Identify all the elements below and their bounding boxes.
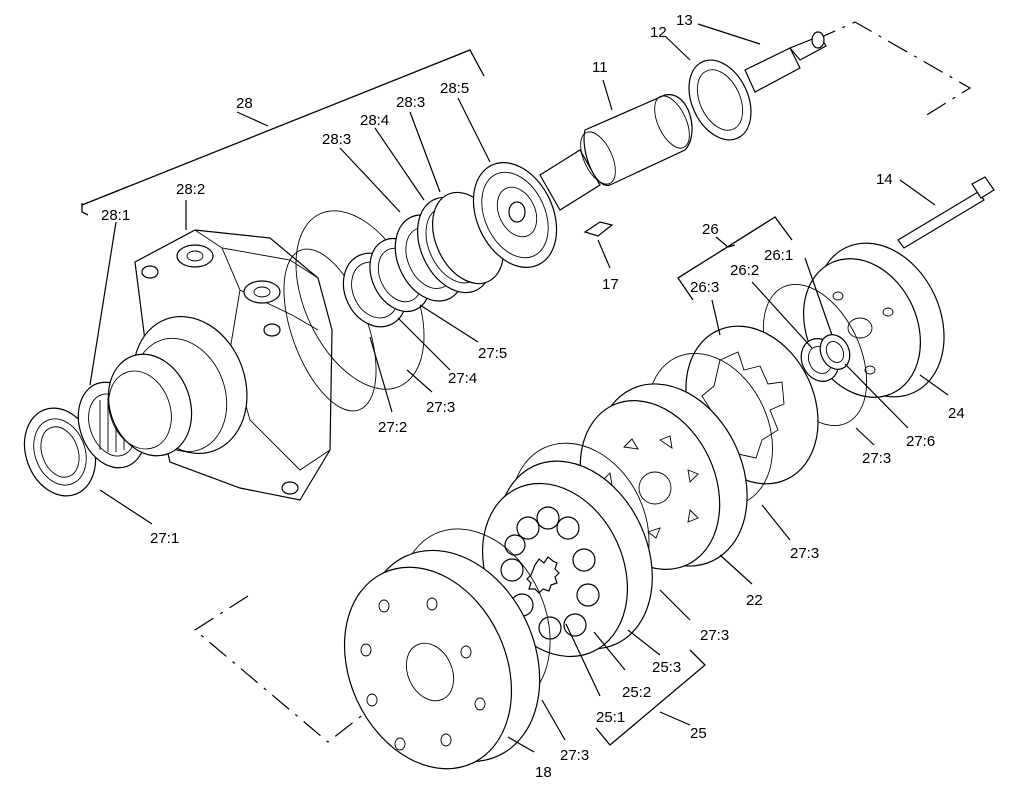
label-27-1: 27:1 — [150, 530, 179, 547]
label-28-3-outer: 28:3 — [396, 94, 425, 111]
label-25-2: 25:2 — [622, 684, 651, 701]
thrust-bearing-28-5 — [472, 162, 558, 268]
label-27-3-rotor-b: 27:3 — [700, 627, 729, 644]
rotor-22 — [579, 383, 748, 570]
label-17: 17 — [602, 276, 619, 293]
callout-labels: 11 12 13 14 17 18 22 24 25 26 28 25:1 25… — [101, 12, 965, 781]
label-14: 14 — [876, 171, 893, 188]
leader-28 — [236, 111, 269, 127]
label-27-6: 27:6 — [906, 433, 935, 450]
label-25-3: 25:3 — [652, 659, 681, 676]
label-26-2: 26:2 — [730, 262, 759, 279]
label-25-1: 25:1 — [596, 709, 625, 726]
label-27-4: 27:4 — [448, 370, 477, 387]
group-bracket-28-main — [81, 49, 485, 206]
label-28-2: 28:2 — [176, 181, 205, 198]
housing-28 — [107, 229, 377, 501]
label-28: 28 — [236, 95, 253, 112]
label-28-1: 28:1 — [101, 207, 130, 224]
group-bracket-26 — [677, 216, 793, 301]
label-24: 24 — [948, 405, 965, 422]
label-27-5: 27:5 — [478, 345, 507, 362]
label-28-4: 28:4 — [360, 112, 389, 129]
label-27-3-endplate: 27:3 — [560, 747, 589, 764]
label-12: 12 — [650, 24, 667, 41]
leader-25 — [659, 711, 691, 726]
label-27-3-rotor-a: 27:3 — [790, 545, 819, 562]
seal-26-1 — [819, 334, 851, 370]
label-27-3-endcap: 27:3 — [862, 450, 891, 467]
bolt-14 — [897, 176, 995, 249]
label-27-2: 27:2 — [378, 419, 407, 436]
shaft-seal-27-1 — [23, 407, 97, 497]
label-27-3-housing: 27:3 — [426, 399, 455, 416]
leader-26 — [715, 236, 729, 248]
label-22: 22 — [746, 592, 763, 609]
drive-shaft-11 — [539, 94, 693, 211]
label-25: 25 — [690, 725, 707, 742]
spline-shaft-13 — [744, 31, 827, 93]
label-28-3-inner: 28:3 — [322, 131, 351, 148]
gear-ring-12 — [688, 59, 752, 141]
label-13: 13 — [676, 12, 693, 29]
label-28-5: 28:5 — [440, 80, 469, 97]
label-26: 26 — [702, 221, 719, 238]
end-plate-18 — [343, 549, 541, 770]
label-18: 18 — [535, 764, 552, 781]
axis-line-top — [814, 21, 972, 117]
group-bracket-25 — [595, 649, 706, 746]
key-17 — [583, 221, 614, 237]
group-bracket-28 — [81, 203, 89, 216]
label-26-3: 26:3 — [690, 279, 719, 296]
leader-lines — [89, 23, 949, 753]
label-26-1: 26:1 — [764, 247, 793, 264]
label-11: 11 — [592, 59, 608, 76]
